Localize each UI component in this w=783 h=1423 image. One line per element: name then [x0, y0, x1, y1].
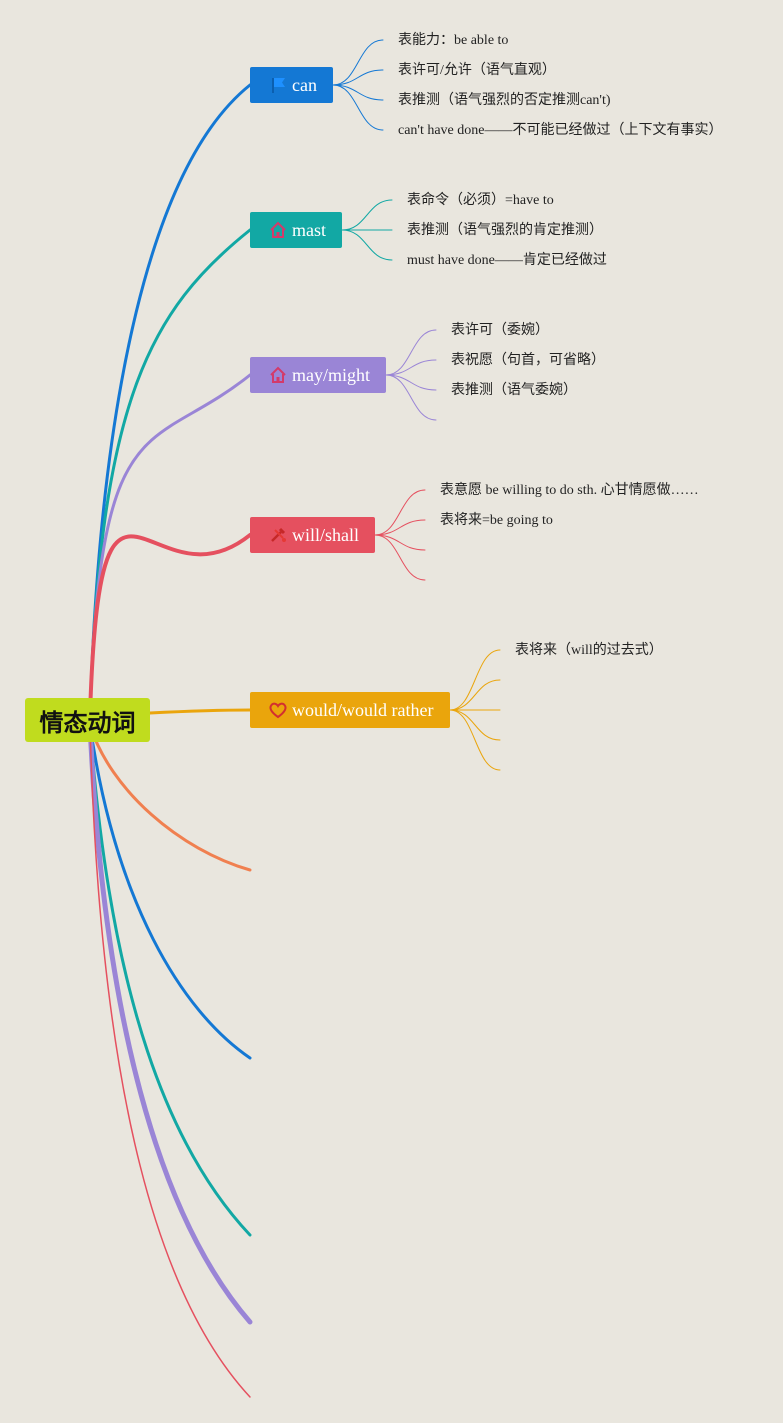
branch-connector [88, 228, 252, 717]
leaf-will-1[interactable]: 表意愿 be willing to do sth. 心甘情愿做…… [440, 483, 699, 498]
leaf-connector [374, 489, 426, 536]
leaf-can-1[interactable]: 表能力：be able to [398, 33, 509, 48]
branch-label: may/might [292, 364, 370, 385]
leaf-connector [385, 359, 437, 376]
empty-branch-connector [88, 723, 252, 1060]
leaf-connector [374, 534, 426, 581]
leaf-connector [332, 69, 384, 86]
leaf-connector [385, 374, 437, 391]
leaf-can-2[interactable]: 表许可/允许（语气直观） [398, 63, 556, 78]
house-icon [268, 220, 288, 240]
leaf-may-2[interactable]: 表祝愿（句首，可省略） [451, 353, 605, 368]
leaf-connector [374, 534, 426, 551]
root-topic[interactable]: 情态动词 [25, 698, 150, 742]
leaf-connector [374, 519, 426, 536]
branch-may-might[interactable]: may/might [250, 357, 386, 393]
heart-icon [268, 700, 288, 720]
leaf-mast-3[interactable]: must have done——肯定已经做过 [407, 253, 607, 268]
leaf-can-3[interactable]: 表推测（语气强烈的否定推测can't) [398, 93, 611, 108]
house-icon [268, 365, 288, 385]
branch-label: will/shall [292, 524, 359, 545]
leaf-connector [449, 709, 501, 771]
leaf-can-4[interactable]: can't have done——不可能已经做过（上下文有事实） [398, 123, 723, 138]
leaf-connector [449, 679, 501, 711]
branch-would[interactable]: would/would rather [250, 692, 450, 728]
empty-branch-connector [87, 722, 253, 1325]
empty-branch-connector [88, 723, 252, 872]
leaf-would-1[interactable]: 表将来（will的过去式） [515, 643, 663, 658]
flag-icon [268, 75, 288, 95]
leaf-may-1[interactable]: 表许可（委婉） [451, 323, 549, 338]
branch-label: mast [292, 219, 326, 240]
branch-connector [88, 83, 252, 717]
leaf-connector [385, 374, 437, 421]
leaf-connector [449, 709, 501, 741]
leaf-connector [341, 229, 393, 261]
leaf-mast-1[interactable]: 表命令（必须）=have to [407, 193, 554, 208]
empty-branch-connector [89, 724, 251, 1398]
branch-connector [148, 708, 252, 715]
leaf-connector [341, 199, 393, 231]
leaf-may-3[interactable]: 表推测（语气委婉） [451, 383, 577, 398]
leaf-will-2[interactable]: 表将来=be going to [440, 513, 553, 528]
branch-connector [88, 533, 252, 717]
empty-branch-connector [88, 723, 252, 1237]
leaf-connector [385, 329, 437, 376]
root-topic-label: 情态动词 [39, 708, 136, 737]
branch-will-shall[interactable]: will/shall [250, 517, 375, 553]
leaf-connector [449, 649, 501, 711]
branch-mast[interactable]: mast [250, 212, 342, 248]
branch-can[interactable]: can [250, 67, 333, 103]
branch-label: can [292, 74, 317, 95]
tools-icon [268, 525, 288, 545]
leaf-connector [332, 84, 384, 131]
leaf-connector [332, 84, 384, 101]
leaf-connector [332, 39, 384, 86]
leaf-mast-2[interactable]: 表推测（语气强烈的肯定推测） [407, 223, 603, 238]
branch-label: would/would rather [292, 699, 434, 720]
